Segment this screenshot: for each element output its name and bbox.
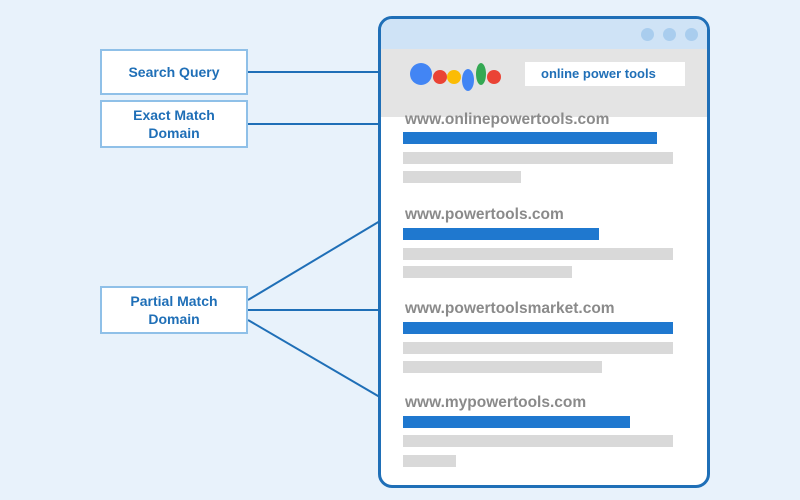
result-snippet-bar (403, 171, 521, 183)
result-url[interactable]: www.mypowertools.com (405, 394, 587, 411)
result-snippet-bar (403, 266, 572, 278)
window-dot-3[interactable] (685, 28, 698, 41)
partial-match-domain-label: Partial Match Domain (100, 286, 248, 334)
result-title-bar (403, 132, 657, 144)
result-url[interactable]: www.powertoolsmarket.com (405, 300, 615, 317)
exact-match-line-2: Domain (148, 125, 200, 141)
window-dot-2[interactable] (663, 28, 676, 41)
result-title-bar (403, 228, 599, 240)
connector-partial-3 (247, 319, 391, 404)
connector-partial-1 (247, 214, 391, 301)
exact-match-domain-label: Exact Match Domain (100, 100, 248, 148)
result-url[interactable]: www.onlinepowertools.com (405, 111, 610, 128)
result-url[interactable]: www.powertools.com (405, 206, 564, 223)
result-snippet-bar (403, 152, 673, 164)
result-snippet-bar (403, 248, 673, 260)
result-title-bar (403, 416, 630, 428)
search-bar: online power tools (381, 49, 707, 117)
result-snippet-bar (403, 342, 673, 354)
search-engine-logo-icon (410, 63, 501, 91)
exact-match-line-1: Exact Match (133, 107, 215, 123)
partial-match-line-2: Domain (148, 311, 200, 327)
result-snippet-bar (403, 361, 602, 373)
partial-match-line-1: Partial Match (130, 293, 218, 309)
browser-title-bar (381, 19, 707, 49)
result-snippet-bar (403, 435, 673, 447)
window-dot-1[interactable] (641, 28, 654, 41)
search-input[interactable]: online power tools (525, 62, 685, 86)
result-title-bar (403, 322, 673, 334)
result-snippet-bar (403, 455, 456, 467)
search-query-label: Search Query (100, 49, 248, 95)
browser-window: online power tools www.onlinepowertools.… (378, 16, 710, 488)
